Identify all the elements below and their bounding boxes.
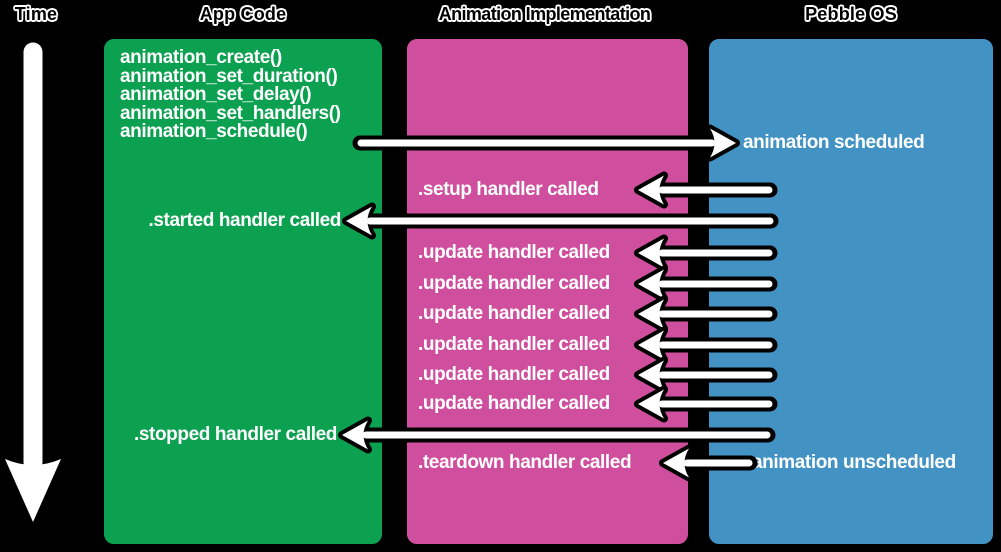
event-setup-handler: .setup handler called — [418, 179, 599, 200]
arrow-update-handler-1 — [634, 234, 778, 272]
app-code-call: animation_set_delay() — [120, 84, 312, 106]
event-update-handler-3: .update handler called — [418, 303, 610, 324]
app-code-box — [100, 35, 386, 548]
arrow-setup-handler — [634, 171, 778, 209]
column-heading-pebble-os: Pebble OS — [805, 4, 897, 24]
event-stopped-handler: .stopped handler called — [133, 424, 337, 445]
column-heading-animation-implementation: Animation Implementation — [438, 4, 651, 24]
time-label: Time — [14, 4, 58, 24]
arrow-update-handler-6 — [634, 385, 778, 423]
time-arrow-icon — [0, 36, 69, 530]
arrow-stopped-handler — [338, 416, 776, 454]
event-update-handler-6: .update handler called — [418, 393, 610, 414]
arrow-teardown-handler — [659, 444, 758, 482]
app-code-call: animation_set_handlers() — [120, 102, 341, 124]
arrow-animation-schedule — [352, 124, 740, 162]
event-animation-unscheduled: animation unscheduled — [752, 452, 956, 473]
arrow-update-handler-5 — [634, 356, 778, 394]
arrow-update-handler-2 — [634, 265, 778, 303]
app-code-call: animation_create() — [120, 47, 282, 68]
event-update-handler-4: .update handler called — [418, 334, 610, 355]
event-update-handler-2: .update handler called — [418, 273, 610, 294]
event-update-handler-5: .update handler called — [418, 364, 610, 385]
arrow-started-handler — [342, 202, 779, 240]
column-heading-app-code: App Code — [199, 4, 287, 24]
event-update-handler-1: .update handler called — [418, 242, 610, 263]
event-started-handler: .started handler called — [148, 210, 342, 231]
app-code-call: animation_set_duration() — [120, 65, 338, 87]
event-teardown-handler: .teardown handler called — [418, 452, 632, 473]
app-code-call: animation_schedule() — [120, 121, 308, 143]
event-animation-scheduled: animation scheduled — [743, 132, 925, 153]
app-code-call-list: animation_create()animation_set_duration… — [120, 47, 341, 143]
